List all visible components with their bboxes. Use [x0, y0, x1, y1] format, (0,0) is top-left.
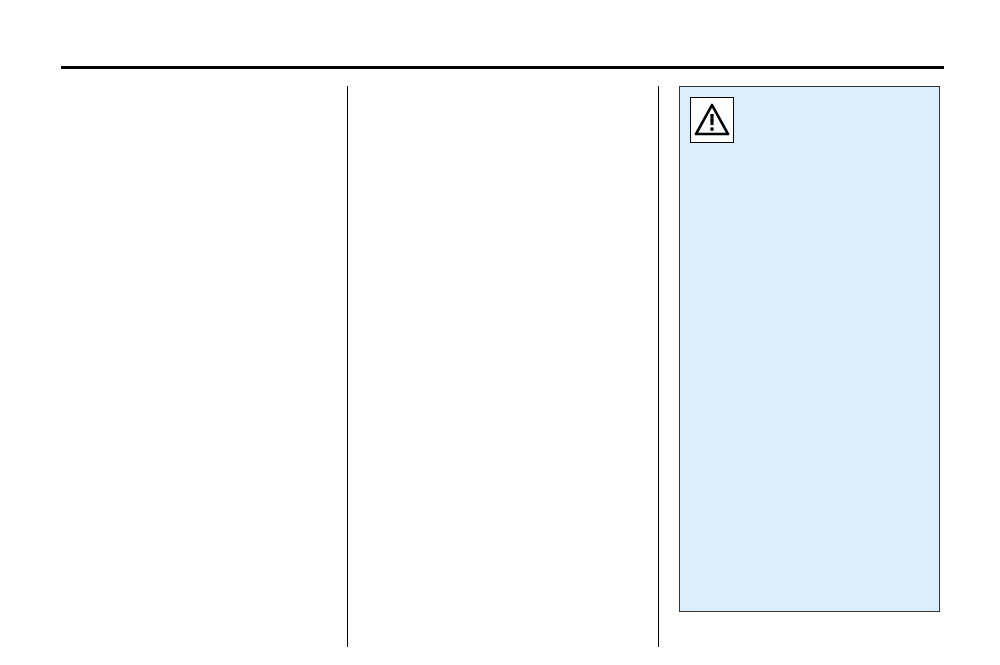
warning-triangle-icon: [694, 103, 730, 136]
text-column-middle: [358, 86, 648, 647]
header-rule: [61, 66, 942, 69]
header-rule-end-mark: [941, 66, 944, 69]
warning-icon-frame: [690, 97, 734, 143]
column-divider-right: [658, 86, 659, 647]
text-column-left: [61, 86, 337, 647]
column-divider-left: [347, 86, 348, 647]
warning-box: [679, 86, 940, 612]
